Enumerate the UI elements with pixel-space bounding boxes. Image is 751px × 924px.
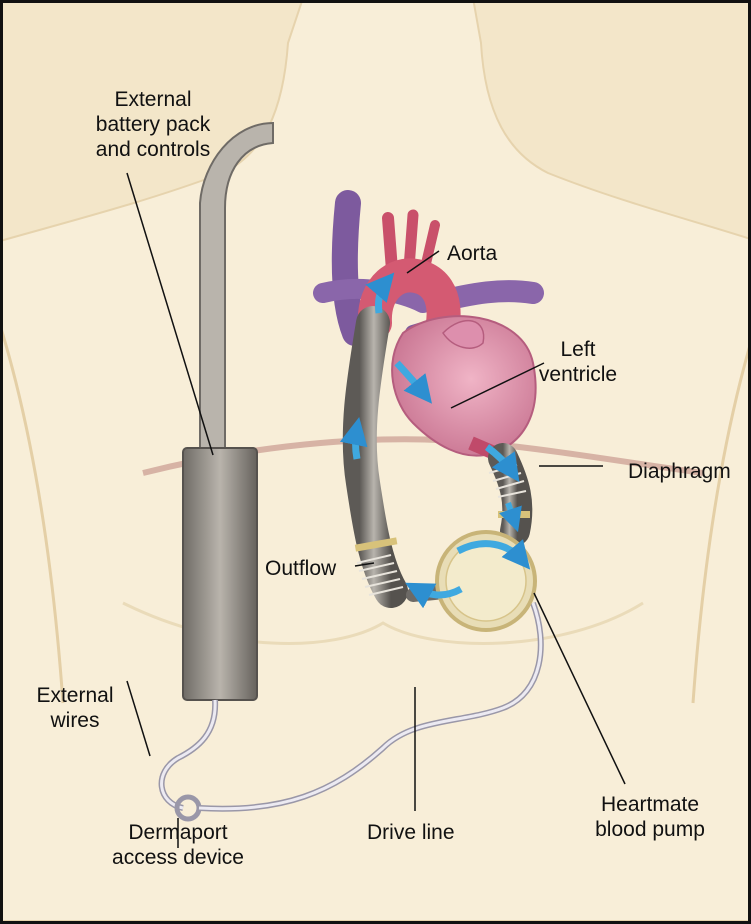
label-dermaport: Dermaport access device	[98, 820, 258, 870]
superior-vena-cava	[345, 203, 355, 333]
battery-pack	[183, 448, 257, 700]
label-battery: External battery pack and controls	[73, 87, 233, 162]
label-left-ventricle-line-1: Left	[523, 337, 633, 362]
label-heartmate: Heartmate blood pump	[585, 792, 715, 842]
label-external-wires-line-1: External	[25, 683, 125, 708]
label-drive-line-text: Drive line	[367, 821, 455, 844]
label-outflow: Outflow	[265, 556, 336, 581]
label-external-wires: External wires	[25, 683, 125, 733]
label-external-wires-line-2: wires	[25, 708, 125, 733]
label-dermaport-line-1: Dermaport	[98, 820, 258, 845]
label-battery-line-1: External	[73, 87, 233, 112]
label-aorta: Aorta	[447, 241, 497, 266]
label-heartmate-line-2: blood pump	[585, 817, 715, 842]
label-outflow-text: Outflow	[265, 557, 336, 580]
flow-arrow-outflow	[356, 428, 358, 459]
label-left-ventricle-line-2: ventricle	[523, 362, 633, 387]
label-diaphragm-text: Diaphragm	[628, 460, 731, 483]
label-left-ventricle: Left ventricle	[523, 337, 633, 387]
label-aorta-text: Aorta	[447, 242, 497, 265]
label-battery-line-3: and controls	[73, 137, 233, 162]
label-dermaport-line-2: access device	[98, 845, 258, 870]
label-battery-line-2: battery pack	[73, 112, 233, 137]
label-drive-line: Drive line	[367, 820, 455, 845]
label-heartmate-line-1: Heartmate	[585, 792, 715, 817]
label-diaphragm: Diaphragm	[628, 459, 731, 484]
